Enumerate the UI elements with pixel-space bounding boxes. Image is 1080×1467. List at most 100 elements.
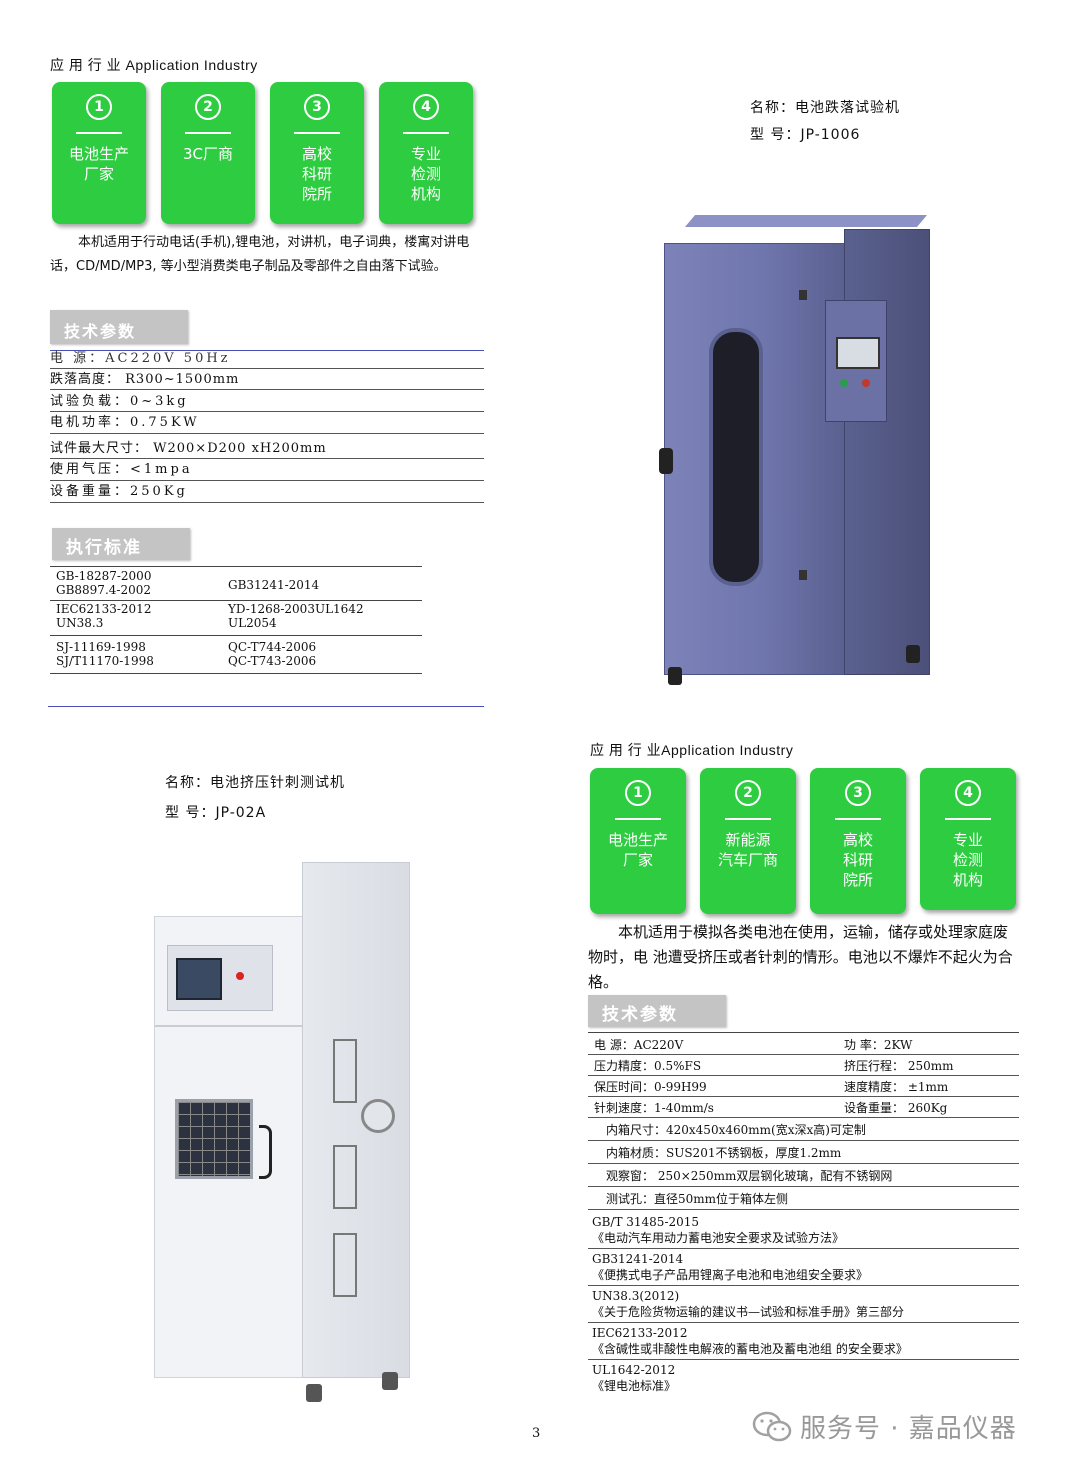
watermark: 服务号 · 嘉品仪器 [752, 1408, 1017, 1445]
card-label: 高校 科研 院所 [842, 831, 873, 889]
spec-header: 技术参数 [50, 310, 188, 344]
table-cell: 保压时间：0-99H99 [588, 1075, 826, 1097]
table-row: 保压时间：0-99H99 速度精度： ±1mm [588, 1075, 1019, 1097]
table-row: GB-18287-2000 GB8897.4-2002 GB31241-2014 [50, 568, 422, 601]
card-divider [835, 818, 881, 820]
card-divider [294, 132, 340, 134]
table-cell: 挤压行程： 250mm [826, 1054, 1019, 1076]
table-cell: 针刺速度：1-40mm/s [588, 1096, 826, 1118]
spec-table: 电 源：AC220V 功 率：2KW 压力精度：0.5%FS 挤压行程： 250… [588, 1034, 1019, 1210]
table-cell: 压力精度：0.5%FS [588, 1054, 826, 1076]
card-label: 新能源 汽车厂商 [717, 831, 778, 869]
hinge [799, 290, 807, 300]
table-row: 压力精度：0.5%FS 挤压行程： 250mm [588, 1054, 1019, 1076]
table-cell: GB31241-2014 [222, 568, 422, 601]
industry-card: 4 专业 检测 机构 [920, 768, 1016, 910]
machine-front-door [659, 243, 846, 675]
spec-row: 电机功率：0.75KW [50, 412, 484, 434]
spec-list: 电 源：AC220V 50Hz 跌落高度： R300~1500mm 试验负载：0… [50, 350, 484, 503]
table-row: 测试孔：直径50mm位于箱体左侧 [588, 1186, 1019, 1210]
machine-side [825, 229, 930, 675]
industry-title: 应 用 行 业 Application Industry [50, 57, 258, 73]
industry-card: 3 高校 科研 院所 [270, 82, 364, 224]
card-divider [76, 132, 122, 134]
product-name: 名称：电池跌落试验机 [750, 100, 900, 116]
spec-row: 试件最大尺寸： W200×D200 xH200mm [50, 434, 484, 459]
door-handle [259, 1125, 272, 1179]
table-cell: 功 率：2KW [826, 1034, 1019, 1055]
display-screen [176, 958, 222, 1000]
control-panel [825, 300, 887, 422]
latch [333, 1233, 357, 1297]
industry-card: 1 电池生产 厂家 [52, 82, 146, 224]
wechat-icon [752, 1411, 792, 1441]
emergency-stop-icon [236, 972, 244, 980]
industry-card: 2 3C厂商 [161, 82, 255, 224]
table-cell: 内箱材质：SUS201不锈钢板，厚度1.2mm [588, 1140, 1019, 1164]
hinge [799, 570, 807, 580]
card-number: 3 [845, 780, 871, 806]
product-model: 型 号：JP-02A [165, 805, 267, 821]
table-cell: YD-1268-2003UL1642 UL2054 [222, 600, 422, 636]
card-number: 1 [86, 94, 112, 120]
table-row: 电 源：AC220V 功 率：2KW [588, 1034, 1019, 1055]
standards-top-rule [50, 566, 422, 567]
industry-cards: 1 电池生产 厂家 2 3C厂商 3 高校 科研 院所 4 专业 检测 机构 [52, 82, 473, 224]
table-cell: SJ-11169-1998 SJ/T11170-1998 [50, 635, 222, 674]
standard-item: UN38.3(2012) 《关于危险货物运输的建议书—试验和标准手册》第三部分 [588, 1286, 1019, 1323]
table-cell: QC-T744-2006 QC-T743-2006 [222, 635, 422, 674]
table-row: 内箱尺寸：420x450x460mm(宽x深x高)可定制 [588, 1117, 1019, 1141]
table-cell: IEC62133-2012 UN38.3 [50, 600, 222, 636]
latch [333, 1145, 357, 1209]
product-name: 名称：电池挤压针刺测试机 [165, 775, 345, 791]
observation-window [709, 328, 763, 586]
caster-wheel-icon [906, 645, 920, 663]
standards-list: GB/T 31485-2015 《电动汽车用动力蓄电池安全要求及试验方法》 GB… [588, 1212, 1019, 1396]
product-description: 本机适用于行动电话(手机),锂电池，对讲机，电子词典，楼寓对讲电话，CD/MD/… [50, 235, 470, 274]
product-description: 本机适用于模拟各类电池在使用，运输，储存或处理家庭废物时，电 池遭受挤压或者针刺… [588, 923, 1013, 991]
card-label: 高校 科研 院所 [301, 145, 332, 203]
machine-side [302, 862, 410, 1378]
table-cell: 测试孔：直径50mm位于箱体左侧 [588, 1186, 1019, 1210]
standard-item: UL1642-2012 《锂电池标准》 [592, 1363, 677, 1393]
table-cell: 观察窗： 250×250mm双层钢化玻璃，配有不锈钢网 [588, 1163, 1019, 1187]
card-number: 1 [625, 780, 651, 806]
spec-top-rule [50, 350, 484, 351]
card-number: 2 [195, 94, 221, 120]
caster-wheel-icon [382, 1372, 398, 1390]
card-label: 专业 检测 机构 [952, 831, 983, 889]
table-cell: 电 源：AC220V [588, 1034, 826, 1055]
spec-top-rule [588, 1032, 1019, 1033]
spec-header: 技术参数 [588, 995, 726, 1027]
standard-item: IEC62133-2012 《含碱性或非酸性电解液的蓄电池及蓄电池组 的安全要求… [588, 1323, 1019, 1360]
standards-header: 执行标准 [52, 528, 190, 560]
card-number: 2 [735, 780, 761, 806]
table-row: IEC62133-2012 UN38.3 YD-1268-2003UL1642 … [50, 600, 422, 636]
watermark-text: 服务号 · 嘉品仪器 [800, 1414, 1017, 1444]
table-row: 内箱材质：SUS201不锈钢板，厚度1.2mm [588, 1140, 1019, 1164]
card-number: 4 [955, 780, 981, 806]
industry-card: 2 新能源 汽车厂商 [700, 768, 796, 914]
card-number: 3 [304, 94, 330, 120]
panel-seam [155, 1025, 303, 1027]
latch [333, 1039, 357, 1103]
standard-item: GB/T 31485-2015 《电动汽车用动力蓄电池安全要求及试验方法》 [588, 1212, 1019, 1249]
caster-wheel-icon [668, 667, 682, 685]
table-row: 针刺速度：1-40mm/s 设备重量： 260Kg [588, 1096, 1019, 1118]
table-cell: 速度精度： ±1mm [826, 1075, 1019, 1097]
card-label: 3C厂商 [182, 145, 234, 163]
drop-tester-image [659, 215, 932, 705]
card-divider [615, 818, 661, 820]
card-label: 电池生产 厂家 [607, 831, 668, 869]
control-panel [167, 945, 273, 1011]
display-screen [836, 337, 880, 369]
spec-row: 跌落高度： R300~1500mm [50, 369, 484, 390]
spec-row: 使用气压：<1mpa [50, 459, 484, 481]
caster-wheel-icon [306, 1384, 322, 1402]
card-divider [185, 132, 231, 134]
machine-front [154, 916, 304, 1378]
card-divider [945, 818, 991, 820]
table-row: SJ-11169-1998 SJ/T11170-1998 QC-T744-200… [50, 635, 422, 674]
card-label: 电池生产 厂家 [68, 145, 129, 183]
stop-button-icon [862, 379, 870, 387]
